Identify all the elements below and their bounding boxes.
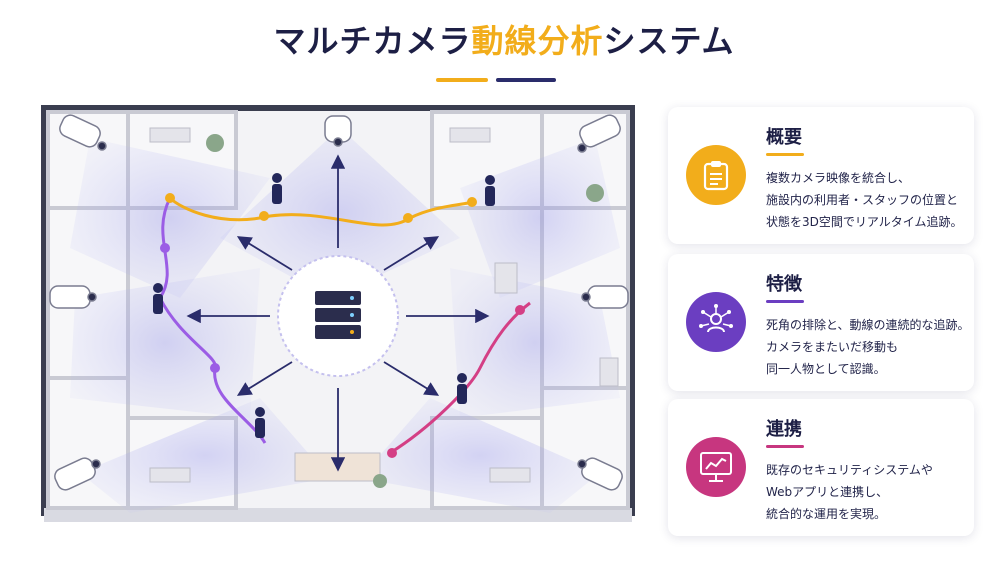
card-title-bar [766, 153, 804, 156]
person-icon [272, 173, 282, 204]
camera-icon [54, 457, 101, 491]
furniture [149, 127, 619, 488]
camera-coverage [70, 128, 620, 513]
floor-plan-illustration [41, 105, 635, 522]
card-text-line: Webアプリと連携し、 [766, 485, 889, 499]
card-title: 特徴 [766, 274, 802, 295]
card-text-line: 既存のセキュリティシステムや [766, 463, 933, 477]
trail-magenta [389, 301, 531, 455]
camera-icon [324, 115, 352, 147]
title-underline-navy [496, 78, 556, 82]
person-icon [485, 175, 495, 206]
camera-icon [581, 285, 629, 309]
card-text-line: 施設内の利用者・スタッフの位置と [766, 193, 959, 207]
title-main: マルチカメラ [273, 22, 472, 60]
person-icons [153, 173, 495, 438]
card-title-bar [766, 445, 804, 448]
card-text-line: 死角の排除と、動線の連続的な追跡。 [766, 318, 970, 332]
card-text-line: 同一人物として認識。 [766, 362, 886, 376]
trail-points [160, 193, 525, 458]
monitor-chart-icon [686, 437, 746, 497]
card-title-bar [766, 300, 804, 303]
camera-icon [577, 114, 621, 153]
person-icon [153, 283, 163, 314]
card-features: 特徴 死角の排除と、動線の連続的な追跡。 カメラをまたいだ移動も 同一人物として… [668, 254, 974, 391]
person-icon [255, 407, 265, 438]
clipboard-icon [686, 145, 746, 205]
card-text-line: 統合的な運用を実現。 [766, 507, 887, 521]
camera-icons [49, 114, 629, 491]
title-tail: システム [603, 22, 735, 60]
card-text-line: カメラをまたいだ移動も [766, 340, 899, 354]
trail-yellow [168, 196, 476, 227]
page-title: マルチカメラ動線分析システム [0, 16, 1008, 62]
card-text-line: 状態を3D空間でリアルタイム追跡。 [766, 215, 963, 229]
card-integration: 連携 既存のセキュリティシステムや Webアプリと連携し、 統合的な運用を実現。 [668, 399, 974, 536]
camera-icon [577, 457, 623, 491]
camera-icon [49, 285, 97, 309]
card-overview: 概要 複数カメラ映像を統合し、 施設内の利用者・スタッフの位置と 状態を3D空間… [668, 107, 974, 244]
server-icon [315, 291, 361, 339]
card-text-line: 複数カメラ映像を統合し、 [766, 171, 911, 185]
title-accent: 動線分析 [471, 22, 604, 60]
hub-arrows [186, 154, 490, 472]
card-title: 概要 [766, 127, 802, 148]
person-network-icon [686, 292, 746, 352]
card-title: 連携 [766, 419, 802, 440]
title-underline-yellow [436, 78, 488, 82]
person-icon [457, 373, 467, 404]
camera-icon [59, 114, 107, 151]
